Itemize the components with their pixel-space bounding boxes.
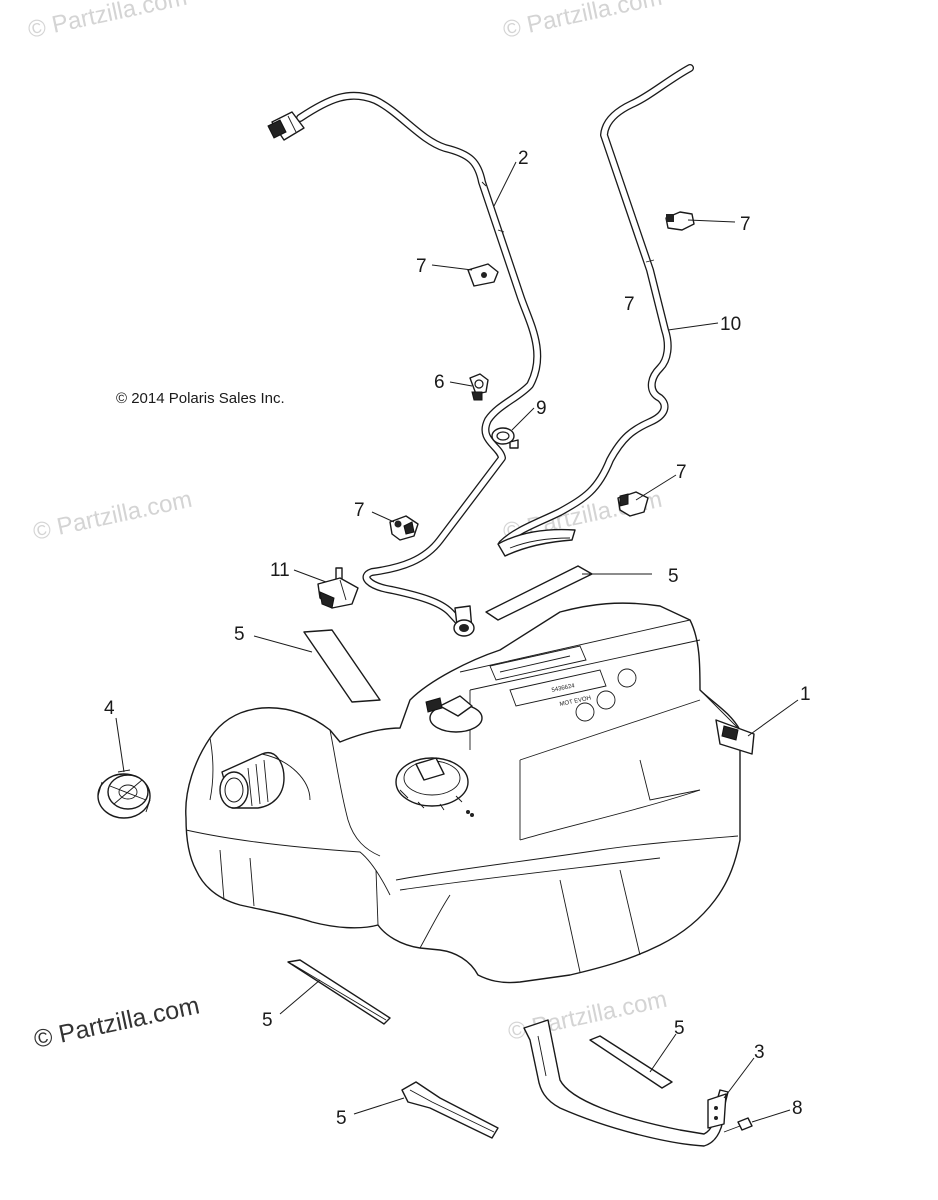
valve bbox=[317, 567, 359, 609]
watermark-lower-left: © Partzilla.com bbox=[31, 991, 202, 1053]
callout-7-right-lower: 7 bbox=[676, 462, 687, 483]
callout-5-lower-left: 5 bbox=[262, 1010, 273, 1031]
callout-3: 3 bbox=[754, 1042, 765, 1063]
fuel-cap bbox=[97, 769, 151, 819]
callout-1: 1 bbox=[800, 684, 811, 705]
clip-right-lower bbox=[617, 491, 649, 517]
svg-text:5436624: 5436624 bbox=[551, 683, 576, 694]
watermark-middle-left: © Partzilla.com bbox=[31, 486, 195, 546]
vent-line-left bbox=[267, 91, 542, 637]
callout-6: 6 bbox=[434, 372, 445, 393]
callout-9: 9 bbox=[536, 398, 547, 419]
callout-labels: 1 2 3 4 5 5 5 5 5 7 7 7 7 7 6 8 9 10 11 bbox=[104, 148, 811, 1129]
watermark-top-right: © Partzilla.com bbox=[501, 0, 665, 44]
clip-left-lower bbox=[389, 515, 419, 541]
watermark-top-left: © Partzilla.com bbox=[26, 0, 190, 44]
clamp-9 bbox=[491, 427, 519, 449]
quick-connector bbox=[267, 111, 305, 141]
filler-neck bbox=[219, 752, 311, 809]
clamp-6 bbox=[469, 373, 489, 401]
fuel-pump bbox=[395, 757, 474, 817]
callout-8: 8 bbox=[792, 1098, 803, 1119]
callout-7-left-lower: 7 bbox=[354, 500, 365, 521]
tank-strap bbox=[523, 1019, 729, 1147]
tank-valve-boss bbox=[425, 695, 483, 733]
vent-line-right bbox=[497, 64, 694, 557]
clip-left-upper bbox=[467, 263, 499, 287]
tank-fitting bbox=[453, 605, 475, 637]
callout-7-right-loose: 7 bbox=[624, 294, 635, 315]
callout-7-left-upper: 7 bbox=[416, 256, 427, 277]
bolt bbox=[723, 1117, 753, 1133]
fuel-tank: 5436624 MOT EVOH bbox=[185, 602, 755, 984]
callout-5-strap: 5 bbox=[674, 1018, 685, 1039]
callout-10: 10 bbox=[720, 314, 741, 335]
clip-right-upper bbox=[665, 211, 695, 231]
callout-5-upper-left: 5 bbox=[234, 624, 245, 645]
callout-5-upper-right: 5 bbox=[668, 566, 679, 587]
callout-2: 2 bbox=[518, 148, 529, 169]
leader-lines bbox=[115, 161, 799, 1123]
pad-bottom bbox=[401, 1081, 499, 1139]
copyright-notice: © 2014 Polaris Sales Inc. bbox=[116, 390, 285, 407]
callout-4: 4 bbox=[104, 698, 115, 719]
callout-11: 11 bbox=[270, 560, 290, 581]
pad-lower-left bbox=[287, 959, 391, 1025]
tank-mount-tab bbox=[715, 719, 755, 755]
pad-upper-left bbox=[303, 629, 381, 703]
callout-5-bottom: 5 bbox=[336, 1108, 347, 1129]
callout-7-right-upper: 7 bbox=[740, 214, 751, 235]
pad-strap bbox=[589, 1035, 673, 1089]
